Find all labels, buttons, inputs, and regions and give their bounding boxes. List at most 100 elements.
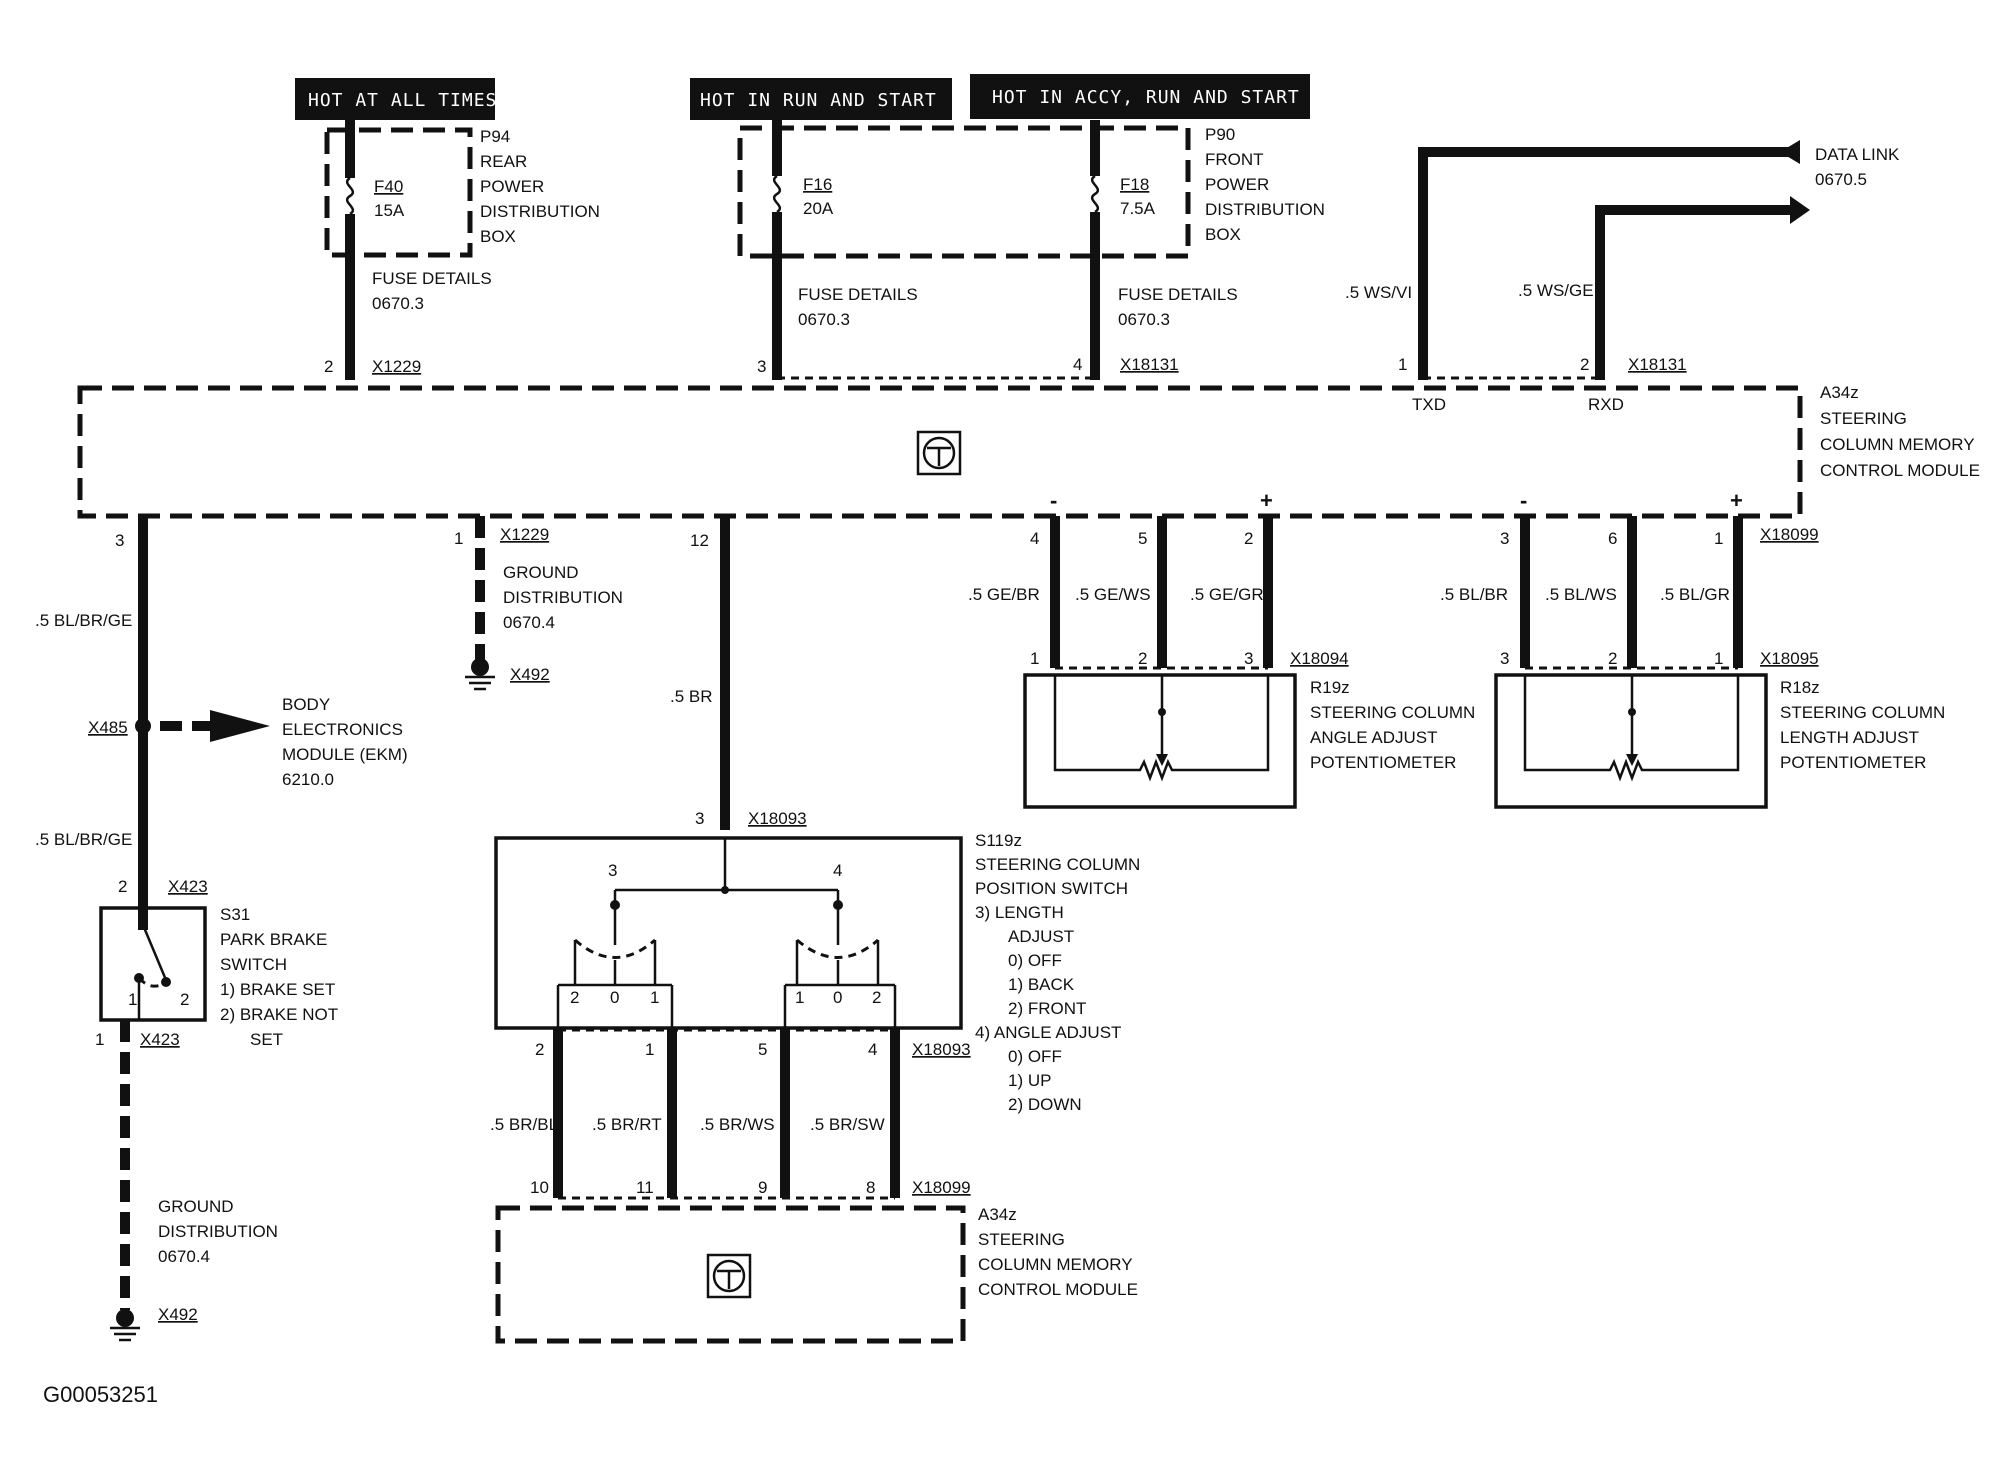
p90-l2: POWER	[1205, 175, 1269, 194]
txd-wire-label: .5 WS/VI	[1345, 283, 1412, 302]
pin-x1229-2: 2	[324, 357, 333, 376]
ground-l3-left: 0670.4	[158, 1247, 210, 1266]
x18093-bottom-label: X18093	[912, 1040, 971, 1059]
data-link-l2: 0670.5	[1815, 170, 1867, 189]
s119z-switch-box	[494, 836, 963, 1030]
ground-dot-mid	[471, 658, 489, 676]
wire-label-bl-gr: .5 BL/GR	[1660, 585, 1730, 604]
pin-mod-12: 12	[690, 531, 709, 550]
ground-l2-left: DISTRIBUTION	[158, 1222, 278, 1241]
fuse-details-ref-1: 0670.3	[372, 294, 424, 313]
wire-label-ge-gr: .5 GE/GR	[1190, 585, 1264, 604]
pin-r19z-1: 1	[1030, 649, 1039, 668]
hot-always-box	[295, 78, 495, 120]
r18z-l1: STEERING COLUMN	[1780, 703, 1945, 722]
f40-label: F40	[374, 177, 403, 196]
x18094-label: X18094	[1290, 649, 1349, 668]
pin-sw-2: 2	[535, 1040, 544, 1059]
doc-id: G00053251	[43, 1382, 158, 1407]
x492-left-label: X492	[158, 1305, 198, 1324]
hot-accy-label: HOT IN ACCY, RUN AND START	[992, 87, 1300, 108]
fuse-details-1: FUSE DETAILS	[372, 269, 492, 288]
s31-l4: 2) BRAKE NOT	[220, 1005, 338, 1024]
wire-label-br-ws: .5 BR/WS	[700, 1115, 775, 1134]
s119z-pivot-4	[833, 900, 843, 910]
s119z-l5: 0) OFF	[1008, 951, 1062, 970]
ground-dot-left	[116, 1309, 134, 1327]
wire-label-bl-br: .5 BL/BR	[1440, 585, 1508, 604]
p94-id: P94	[480, 127, 510, 146]
p90-l1: FRONT	[1205, 150, 1264, 169]
r18z-l3: POTENTIOMETER	[1780, 753, 1926, 772]
fuse-details-2: FUSE DETAILS	[798, 285, 918, 304]
s119z-pivot-3	[610, 900, 620, 910]
pin-mod-11: 11	[636, 1178, 654, 1197]
x1229-bottom-label: X1229	[500, 525, 549, 544]
x485-label: X485	[88, 718, 128, 737]
pin-txd-1: 1	[1398, 355, 1407, 374]
f16-fuse-symbol	[772, 174, 782, 214]
data-link-l1: DATA LINK	[1815, 145, 1900, 164]
wire-label-ge-ws: .5 GE/WS	[1075, 585, 1151, 604]
steering-icon-frame-bottom	[706, 1253, 752, 1299]
x18131-label: X18131	[1120, 355, 1179, 374]
fuse-details-ref-3: 0670.3	[1118, 310, 1170, 329]
x423-bottom-label: X423	[140, 1030, 180, 1049]
f16-amp: 20A	[803, 199, 834, 218]
pin-r18z-2: 2	[1608, 649, 1617, 668]
s119z-t4-2: 2	[872, 988, 881, 1007]
s119z-arc-4	[796, 938, 879, 959]
s119z-l10: 1) UP	[1008, 1071, 1051, 1090]
rxd-wire	[1595, 205, 1790, 380]
r19z-minus: -	[1050, 488, 1057, 513]
a34z-bottom-module-box	[495, 1205, 966, 1344]
rxd-label: RXD	[1588, 395, 1624, 414]
wire-label-bl-ws: .5 BL/WS	[1545, 585, 1617, 604]
s119z-l6: 1) BACK	[1008, 975, 1075, 994]
s119z-contacts-4	[795, 940, 880, 985]
pin-gnd-1: 1	[454, 529, 463, 548]
steering-wheel-icon	[922, 436, 956, 470]
f40-amp: 15A	[374, 201, 405, 220]
module-l2: COLUMN MEMORY	[1820, 435, 1975, 454]
s119z-l1: STEERING COLUMN	[975, 855, 1140, 874]
s31-contact-arc	[137, 976, 167, 988]
r18z-plus: +	[1730, 488, 1743, 513]
s119z-contacts-3	[573, 940, 657, 985]
s119z-id: S119z	[975, 831, 1022, 850]
s119z-l9: 0) OFF	[1008, 1047, 1062, 1066]
r19z-pot-node	[1158, 708, 1166, 716]
s31-switch-arm	[141, 924, 168, 981]
f40-fuse-symbol	[345, 176, 355, 216]
pin-mod-8: 8	[866, 1178, 875, 1197]
p94-l3: DISTRIBUTION	[480, 202, 600, 221]
pin-r19z-mod-4: 4	[1030, 529, 1039, 548]
p94-l4: BOX	[480, 227, 516, 246]
x18093-top-label: X18093	[748, 809, 807, 828]
p90-fuse-box	[737, 125, 1191, 259]
pin-mod-9: 9	[758, 1178, 767, 1197]
fuse-details-3: FUSE DETAILS	[1118, 285, 1238, 304]
r18z-wiper-arrow	[1626, 754, 1638, 766]
ground-symbol-left	[110, 1326, 140, 1342]
ekm-l1: BODY	[282, 695, 330, 714]
pin-s31-2-top: 2	[118, 877, 127, 896]
pin-x18131-3: 3	[757, 357, 766, 376]
pin-mod-3: 3	[115, 531, 124, 550]
fuse-details-ref-2: 0670.3	[798, 310, 850, 329]
x18131-data-label: X18131	[1628, 355, 1687, 374]
pin-r19z-3: 3	[1244, 649, 1253, 668]
s31-l3: 1) BRAKE SET	[220, 980, 335, 999]
ground-l1-mid: GROUND	[503, 563, 579, 582]
r18z-pot-node	[1628, 708, 1636, 716]
r19z-id: R19z	[1310, 678, 1350, 697]
x485-splice	[135, 718, 151, 734]
module-bottom-l1: STEERING	[978, 1230, 1065, 1249]
steering-icon-frame	[916, 430, 962, 476]
x18099-label: X18099	[1760, 525, 1819, 544]
steering-wheel-icon-bottom	[712, 1259, 746, 1293]
s119z-arc-3	[574, 938, 656, 959]
pin-r18z-mod-6: 6	[1608, 529, 1617, 548]
